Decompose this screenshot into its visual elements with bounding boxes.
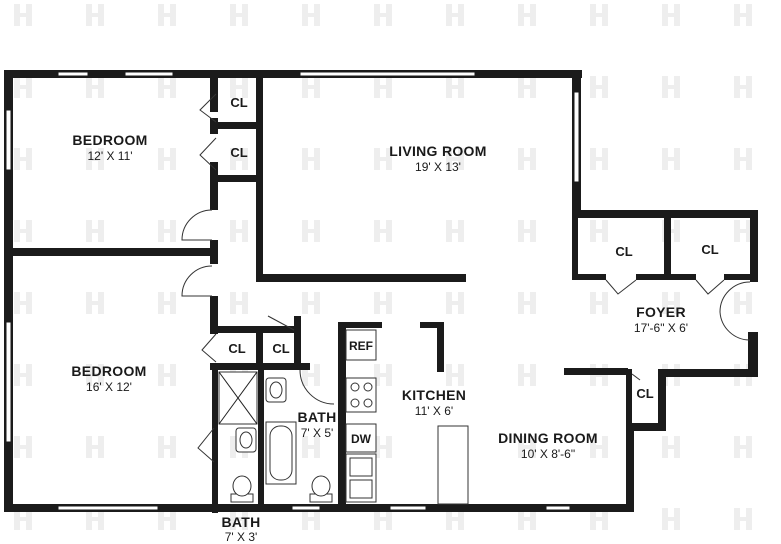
watermark-pattern <box>14 4 752 530</box>
room-name-kitchen: KITCHEN <box>402 387 466 403</box>
fixtures <box>218 329 469 505</box>
room-name-living-room: LIVING ROOM <box>389 143 486 159</box>
room-labels: BEDROOM 12' X 11' LIVING ROOM 19' X 13' … <box>71 132 688 544</box>
room-name-foyer: FOYER <box>636 304 686 320</box>
doors <box>181 93 751 463</box>
room-dims-bath-2: 7' X 3' <box>225 530 258 544</box>
dishwasher-label: DW <box>351 432 372 446</box>
closet-label-4: CL <box>272 341 289 356</box>
room-dims-kitchen: 11' X 6' <box>415 404 453 418</box>
refrigerator-label: REF <box>349 339 373 353</box>
closet-label-1: CL <box>230 95 247 110</box>
closet-label-7: CL <box>636 386 653 401</box>
room-dims-living-room: 19' X 13' <box>415 160 461 174</box>
closet-label-3: CL <box>228 341 245 356</box>
room-dims-bedroom-1: 12' X 11' <box>87 149 132 163</box>
room-name-bath-1: BATH <box>297 409 336 425</box>
windows <box>5 71 580 511</box>
appliance-labels: REF DW <box>349 339 373 446</box>
room-name-bath-2: BATH <box>221 514 260 530</box>
room-name-bedroom-2: BEDROOM <box>71 363 146 379</box>
room-dims-dining-room: 10' X 8'-6" <box>521 447 575 461</box>
closet-label-5: CL <box>615 244 632 259</box>
closet-label-2: CL <box>230 145 247 160</box>
room-name-bedroom-1: BEDROOM <box>72 132 147 148</box>
room-dims-foyer: 17'-6" X 6' <box>634 321 688 335</box>
closet-label-6: CL <box>701 242 718 257</box>
room-dims-bath-1: 7' X 5' <box>301 426 334 440</box>
closet-labels: CL CL CL CL CL CL CL <box>228 95 718 401</box>
room-dims-bedroom-2: 16' X 12' <box>86 380 132 394</box>
room-name-dining-room: DINING ROOM <box>498 430 598 446</box>
